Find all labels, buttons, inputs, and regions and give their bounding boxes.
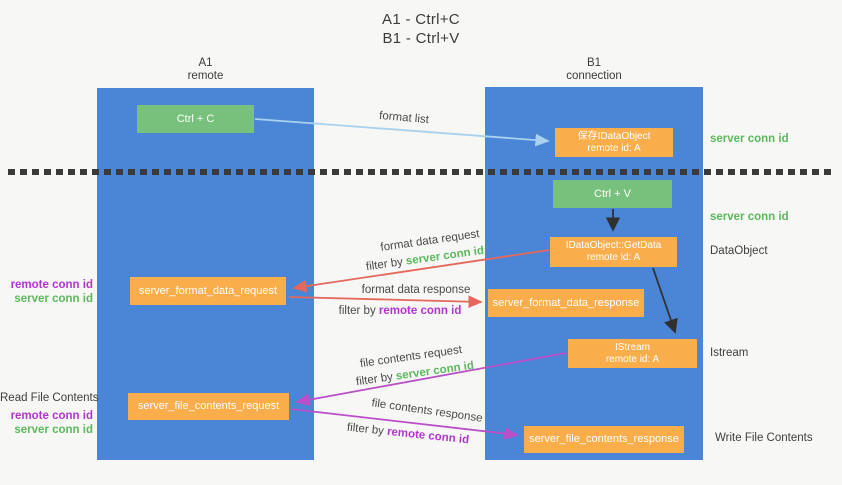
server-conn-id-file-label: server conn id <box>14 424 93 436</box>
server-file-contents-response-label: server_file_contents_response <box>529 433 679 445</box>
save-dataobject-line1: 保存IDataObject <box>577 130 651 142</box>
dataobject-label: DataObject <box>710 245 768 257</box>
filter-by-text: filter by <box>355 371 394 389</box>
istream-side-label: Istream <box>710 347 749 359</box>
dotted-separator-line <box>8 169 835 175</box>
write-file-contents-label: Write File Contents <box>715 432 813 444</box>
format-data-response-arrow <box>288 295 483 308</box>
save-dataobject-box: 保存IDataObject remote id: A <box>555 128 673 157</box>
read-file-contents-label: Read File Contents <box>0 392 99 404</box>
right-column-role: connection <box>566 70 622 82</box>
title-line-1: A1 - Ctrl+C <box>382 11 460 28</box>
server-format-data-request-box: server_format_data_request <box>130 277 286 305</box>
diagram-title: A1 - Ctrl+C B1 - Ctrl+V <box>0 10 842 48</box>
remote-conn-id-text: remote conn id <box>386 425 470 447</box>
ctrl-c-box: Ctrl + C <box>137 105 254 133</box>
server-conn-id-format-label: server conn id <box>14 293 93 305</box>
getdata-box: IDataObject::GetData remote id: A <box>550 237 677 267</box>
server-conn-id-mid-label: server conn id <box>710 211 789 223</box>
format-response-filter-label: filter by remote conn id <box>339 305 462 317</box>
remote-conn-id-text: remote conn id <box>378 305 462 317</box>
format-data-response-label: format data response <box>361 284 471 296</box>
title-line-2: B1 - Ctrl+V <box>382 30 460 47</box>
right-column-name: B1 <box>586 57 602 69</box>
ctrl-c-label: Ctrl + C <box>176 112 215 125</box>
istream-line1: IStream <box>614 341 650 353</box>
server-format-data-response-label: server_format_data_response <box>492 296 640 309</box>
left-column-role: remote <box>187 70 224 82</box>
file-conn-id-block: remote conn id server conn id <box>0 409 93 437</box>
format-list-label: format list <box>378 109 430 127</box>
ctrl-v-box: Ctrl + V <box>553 180 672 208</box>
file-contents-response-label: file contents response <box>370 397 484 425</box>
right-column-header: B1 connection <box>485 57 703 83</box>
server-format-data-response-box: server_format_data_response <box>488 289 644 317</box>
file-response-filter-label: filter by remote conn id <box>346 422 469 447</box>
ctrl-v-label: Ctrl + V <box>594 187 631 200</box>
server-file-contents-response-box: server_file_contents_response <box>524 426 684 453</box>
filter-by-text: filter by <box>346 421 385 438</box>
getdata-line2: remote id: A <box>586 252 641 263</box>
getdata-line1: IDataObject::GetData <box>565 240 662 251</box>
filter-by-text: filter by <box>338 305 376 317</box>
server-file-contents-request-box: server_file_contents_request <box>128 393 289 420</box>
server-conn-id-top-label: server conn id <box>710 133 789 145</box>
format-conn-id-block: remote conn id server conn id <box>0 278 93 306</box>
istream-line2: remote id: A <box>605 353 660 365</box>
remote-conn-id-file-label: remote conn id <box>10 410 93 422</box>
left-column-header: A1 remote <box>97 57 314 83</box>
istream-box: IStream remote id: A <box>568 339 697 368</box>
remote-conn-id-format-label: remote conn id <box>10 279 93 291</box>
server-format-data-request-label: server_format_data_request <box>138 284 278 297</box>
filter-by-text: filter by <box>365 256 404 274</box>
left-column-name: A1 <box>198 57 213 69</box>
server-file-contents-request-label: server_file_contents_request <box>137 400 280 412</box>
save-dataobject-line2: remote id: A <box>587 142 641 154</box>
